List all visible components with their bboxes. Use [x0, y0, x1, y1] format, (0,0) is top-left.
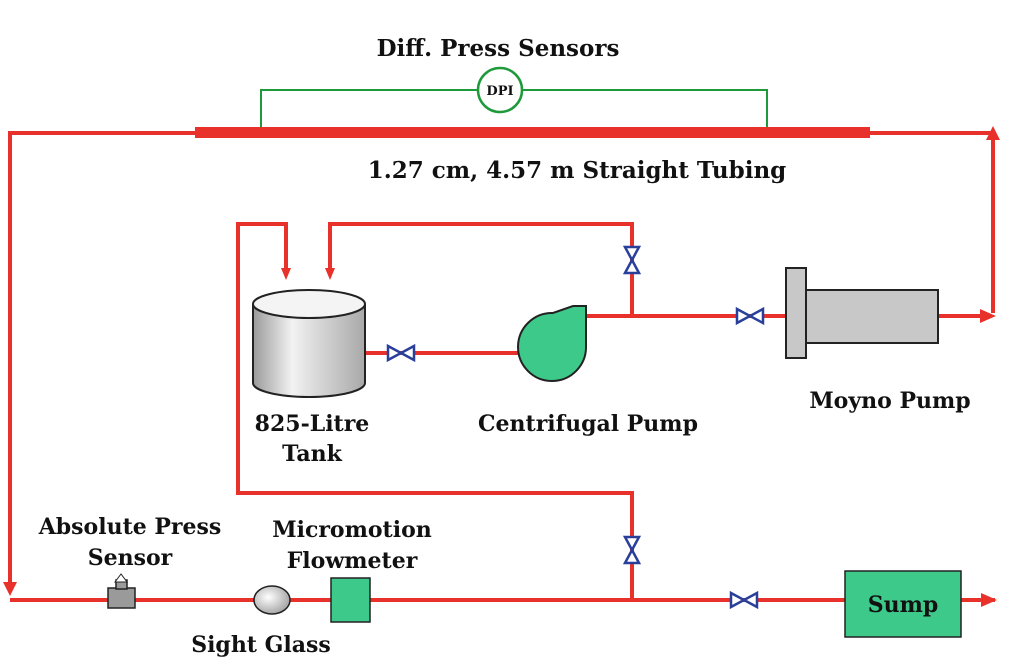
bowtie-valve-icon — [386, 245, 765, 610]
flowmeter-label-line1: Micromotion — [272, 517, 432, 543]
moyno-pump-label: Moyno Pump — [809, 388, 970, 414]
sight-glass-label: Sight Glass — [191, 632, 331, 658]
sump — [844, 570, 962, 638]
tank-label-line2: Tank — [282, 441, 343, 467]
dpi-sensor-lines — [260, 89, 768, 128]
dpi-label: DPI — [486, 84, 513, 99]
tubing-label: 1.27 cm, 4.57 m Straight Tubing — [368, 157, 787, 184]
moyno-pump — [785, 267, 939, 359]
flowmeter-label-line2: Flowmeter — [287, 548, 418, 574]
arrowhead-icon — [3, 126, 1000, 607]
straight-tubing — [195, 127, 870, 138]
sight-glass — [253, 585, 291, 615]
absolute-sensor-label-line1: Absolute Press — [38, 514, 222, 540]
tank-label-line1: 825-Litre — [255, 411, 370, 437]
flowmeter — [330, 577, 371, 623]
sump-label: Sump — [868, 592, 939, 618]
absolute-pressure-sensor — [107, 573, 136, 609]
centrifugal-pump — [517, 305, 588, 382]
storage-tank — [252, 289, 366, 398]
diff-press-label: Diff. Press Sensors — [377, 35, 620, 62]
absolute-sensor-label-line2: Sensor — [88, 545, 173, 571]
dpi-sensor — [476, 66, 524, 114]
centrifugal-pump-label: Centrifugal Pump — [478, 411, 698, 437]
